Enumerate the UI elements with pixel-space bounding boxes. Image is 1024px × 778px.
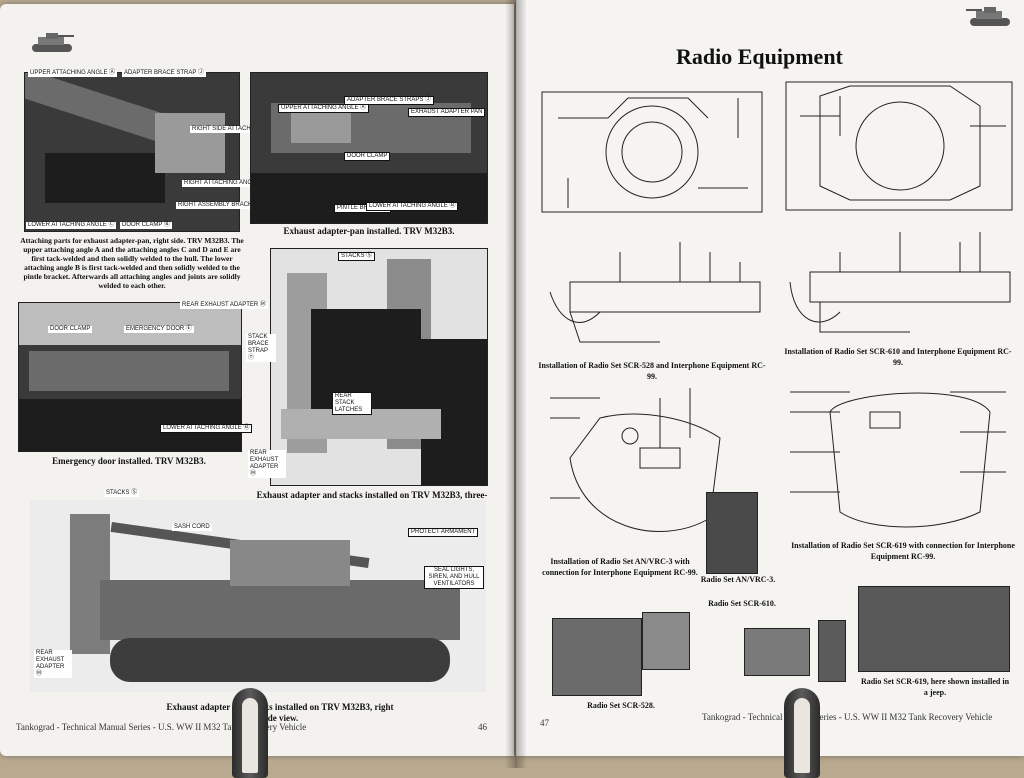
photo-exhaust-stacks-rear (270, 248, 488, 486)
binder-clip-left (232, 688, 268, 778)
caption-exhaust-stacks-side: Exhaust adapter and stacks installed on … (166, 702, 394, 723)
callout: SASH CORD (172, 524, 212, 531)
photo-scr619-jeep (858, 586, 1010, 672)
callout: REAR EXHAUST ADAPTER Ⓜ (248, 450, 286, 478)
callout: RIGHT SIDE ATTACHING ANGLE Ⓒ (190, 126, 293, 133)
callout: LOWER ATTACHING ANGLE Ⓑ (160, 424, 253, 433)
photo-scr528-unit2 (642, 612, 690, 670)
photo-exhaust-stacks-side (30, 500, 486, 692)
tank-logo-icon (28, 30, 76, 56)
callout: LOWER ATTACHING ANGLE Ⓑ (366, 202, 459, 211)
caption-anvrc3-install: Installation of Radio Set AN/VRC-3 with … (542, 557, 698, 577)
diagram-scr619-install (780, 372, 1016, 542)
callout: PROTECT ARMAMENT (408, 528, 479, 537)
callout: STACKS Ⓢ (104, 490, 140, 497)
caption-scr610-install: Installation of Radio Set SCR-610 and In… (784, 347, 1012, 367)
callout: RIGHT ATTACHING ANGLE Ⓑ (182, 180, 270, 187)
callout: REAR EXHAUST ADAPTER Ⓜ (180, 302, 268, 309)
callout: DOOR CLAMP (344, 152, 391, 161)
diagram-scr610-top-view (780, 76, 1016, 216)
callout: DOOR CLAMP (48, 326, 93, 333)
left-footer: Tankograd - Technical Manual Series - U.… (16, 722, 307, 732)
callout: ADAPTER BRACE STRAP Ⓙ (122, 70, 206, 77)
caption-anvrc3: Radio Set AN/VRC-3. (700, 575, 776, 584)
caption-scr619-install: Installation of Radio Set SCR-619 with c… (791, 541, 1015, 561)
binder-clip-right (784, 688, 820, 778)
diagram-scr528-side-view (540, 232, 766, 352)
right-page-number: 47 (540, 718, 549, 728)
caption-scr619: Radio Set SCR-619, here shown installed … (860, 677, 1010, 697)
callout: REAR STACK LATCHES (332, 392, 372, 415)
caption-exhaust-attaching-parts: Attaching parts for exhaust adapter-pan,… (20, 236, 244, 290)
callout: REAR EXHAUST ADAPTER Ⓜ (34, 650, 72, 678)
caption-emergency-door: Emergency door installed. TRV M32B3. (52, 456, 206, 466)
book-gutter (505, 0, 527, 768)
callout: ADAPTER BRACE STRAPS Ⓙ (344, 96, 435, 105)
callout: RIGHT ASSEMBLY BRACKET Ⓑ (176, 202, 270, 209)
diagram-scr528-top-view (538, 78, 766, 228)
caption-scr528-install: Installation of Radio Set SCR-528 and In… (538, 361, 766, 381)
left-page-number: 46 (478, 722, 487, 732)
callout: STACKS Ⓢ (338, 252, 376, 261)
right-footer: Tankograd - Technical Manual Series - U.… (702, 712, 993, 722)
photo-scr610 (744, 628, 810, 676)
diagram-scr610-side-view (780, 222, 1016, 344)
callout: EMERGENCY DOOR Ⓔ (124, 326, 194, 333)
callout: SEAL LIGHTS, SIREN, AND HULL VENTILATORS (424, 566, 484, 589)
caption-scr610: Radio Set SCR-610. (708, 599, 776, 608)
page-title: Radio Equipment (676, 44, 843, 69)
callout: DOOR CLAMP Ⓑ (120, 222, 172, 229)
callout: EXHAUST ADAPTER PAN (408, 108, 486, 117)
callout: UPPER ATTACHING ANGLE Ⓐ (28, 70, 118, 77)
diagram-anvrc3-install (540, 378, 726, 554)
callout: STACK BRACE STRAP Ⓣ (246, 334, 276, 362)
caption-exhaust-adapter-pan: Exhaust adapter-pan installed. TRV M32B3… (283, 226, 455, 236)
tank-logo-icon (966, 4, 1016, 30)
photo-scr528 (552, 618, 642, 696)
callout: LOWER ATTACHING ANGLE Ⓒ (26, 222, 117, 229)
photo-anvrc3 (706, 492, 758, 574)
photo-scr610-antenna (818, 620, 846, 682)
caption-scr528: Radio Set SCR-528. (587, 701, 655, 710)
callout: UPPER ATTACHING ANGLE Ⓐ (278, 104, 370, 113)
